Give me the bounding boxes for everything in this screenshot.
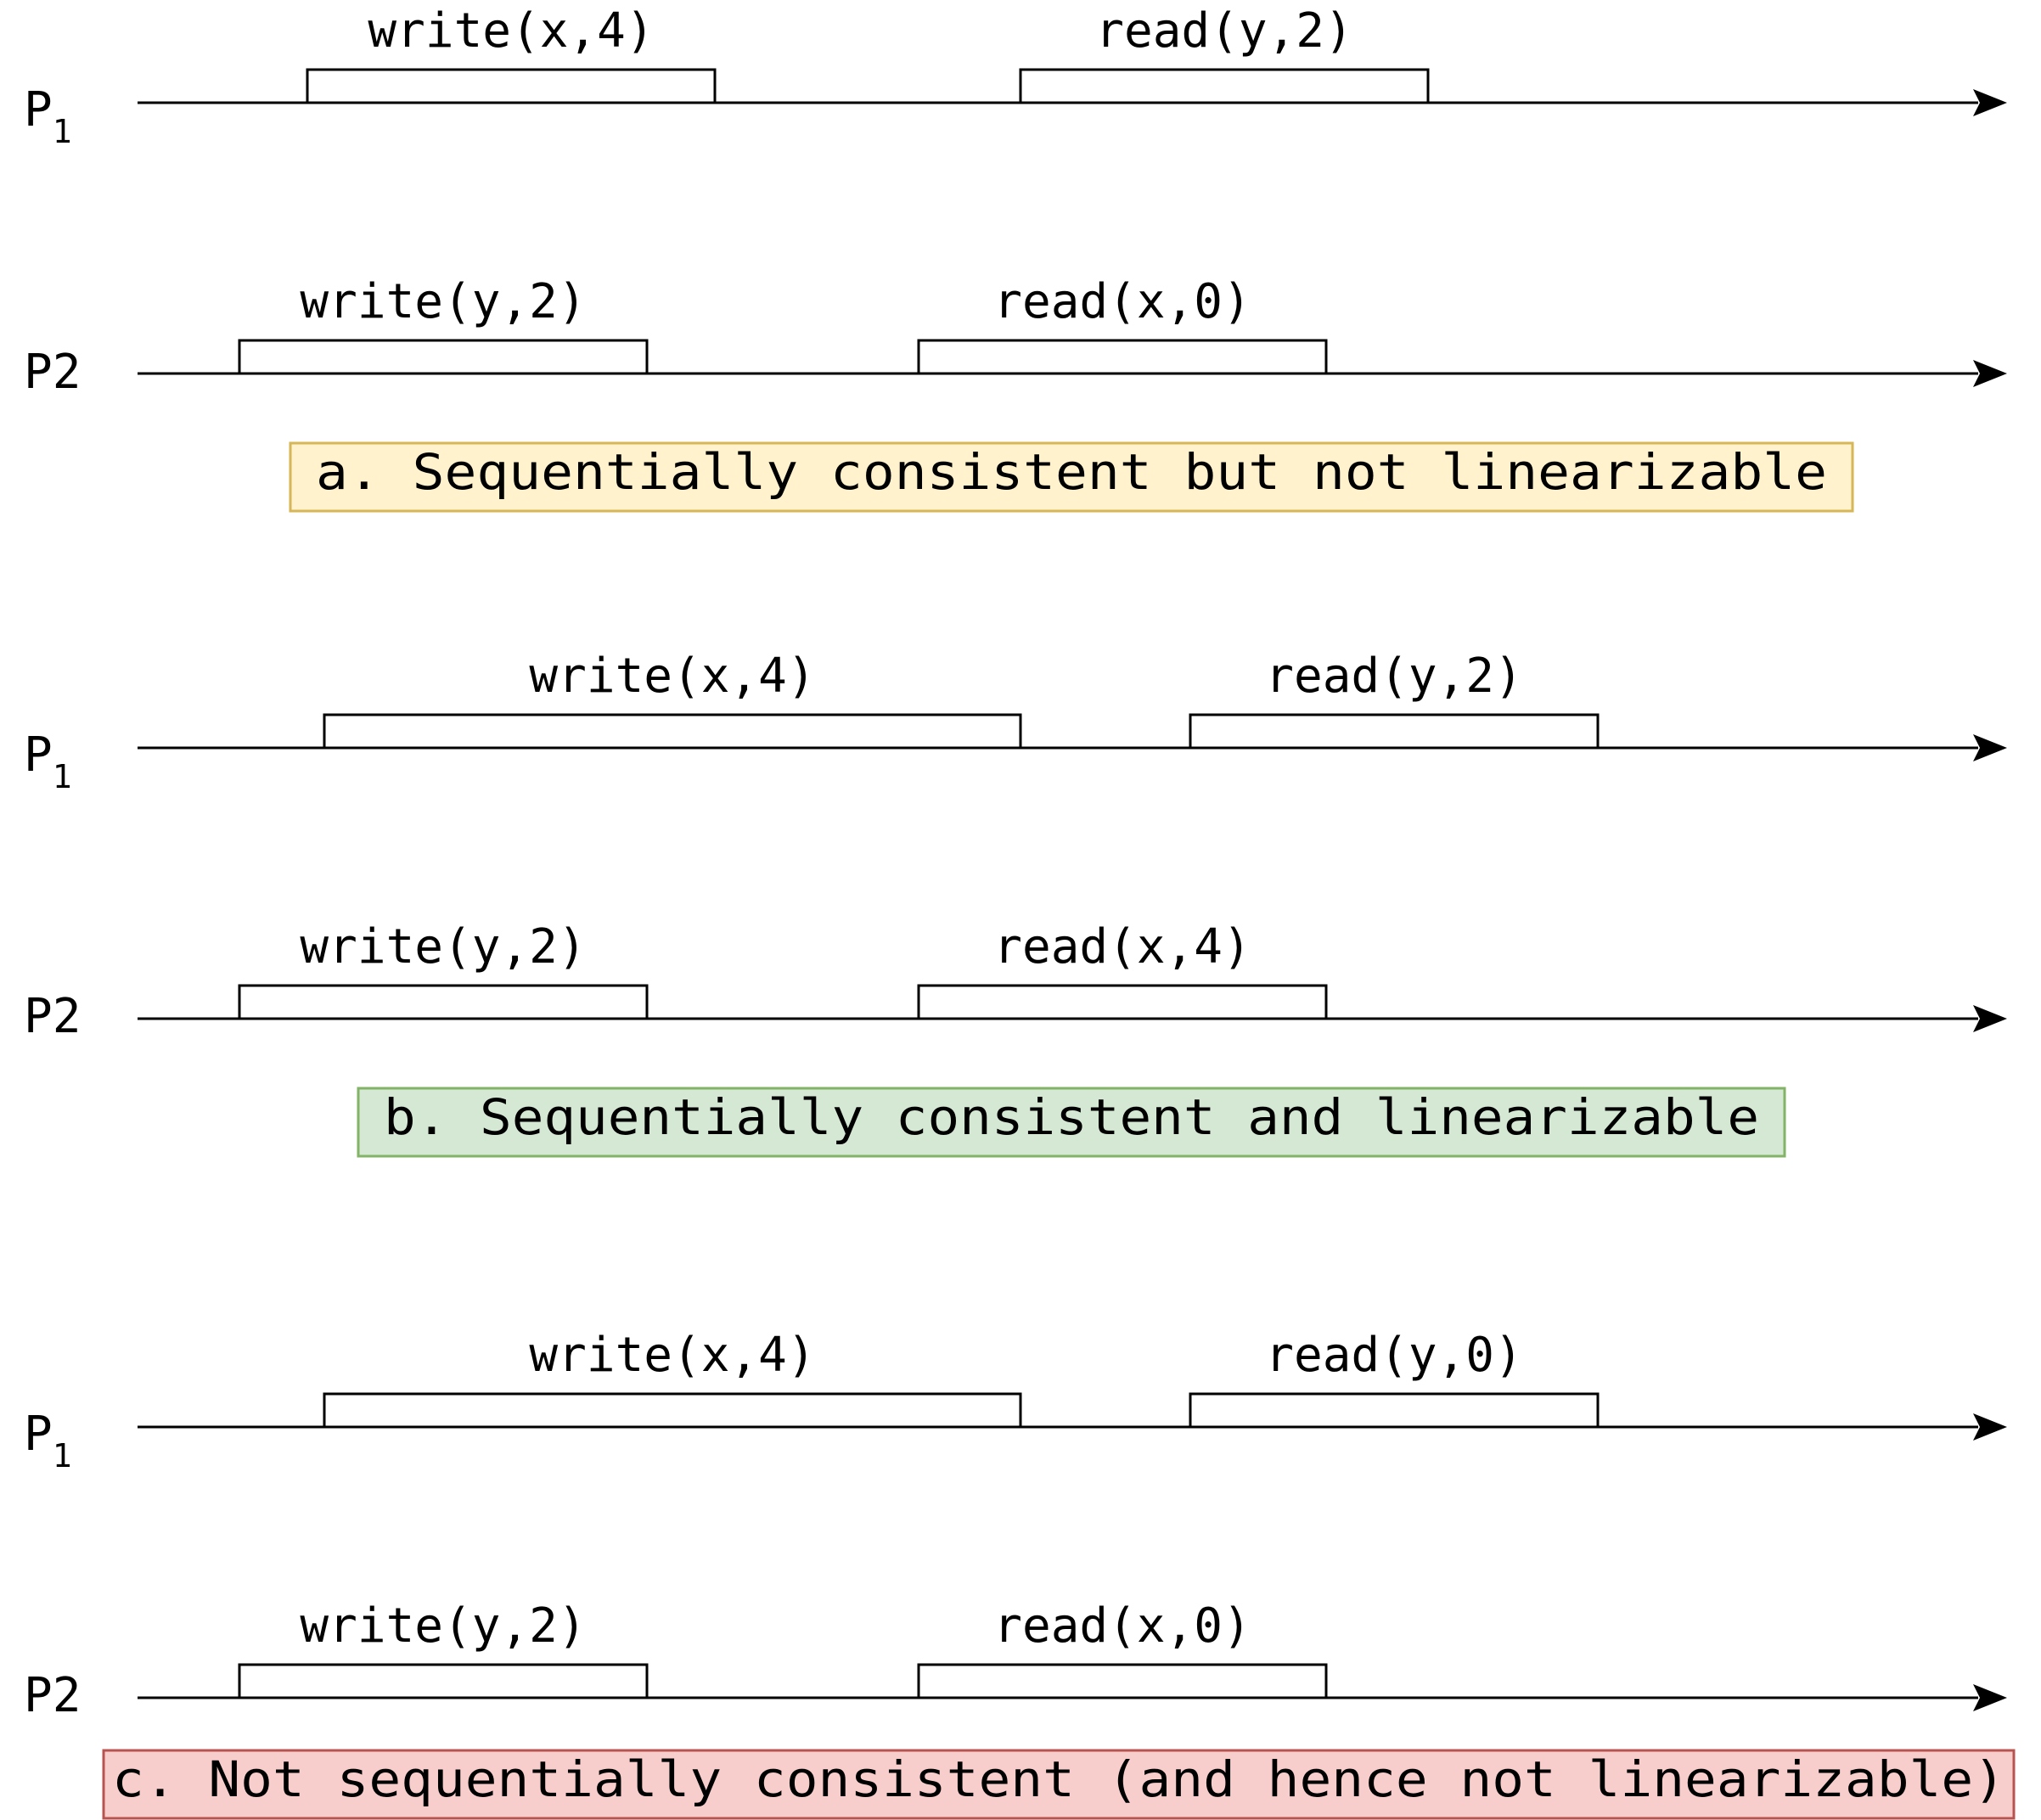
timeline-arrowhead (1973, 89, 2007, 116)
timeline-arrowhead (1973, 360, 2007, 387)
panel-a: P1 write(x,4) read(y,2) P2 write(y,2) re… (24, 3, 2007, 513)
operation-interval (306, 68, 717, 104)
caption-text: c. Not sequentially consistent (and henc… (112, 1750, 2005, 1808)
operation-interval (1019, 68, 1430, 104)
operation-interval (323, 1392, 1022, 1429)
caption-c: c. Not sequentially consistent (and henc… (102, 1749, 2016, 1820)
caption-border (357, 1087, 1786, 1158)
operation-label: write(x,4) (529, 1328, 815, 1383)
operation-interval (917, 1663, 1328, 1699)
operation-interval (1189, 1392, 1600, 1429)
operation-label: read(y,2) (1265, 649, 1522, 704)
operation-interval (238, 984, 649, 1020)
process-row-p2: P2 write(y,2) read(x,0) (24, 1598, 2007, 1723)
process-label: P1 (24, 1407, 72, 1475)
caption-box (290, 443, 1853, 511)
operation-label: write(x,4) (368, 3, 654, 59)
operation-interval (1189, 713, 1600, 750)
operation-label: read(y,2) (1095, 3, 1352, 59)
operation-interval (917, 339, 1328, 375)
caption-b: b. Sequentially consistent and lineariza… (357, 1087, 1786, 1158)
process-label: P1 (24, 727, 72, 795)
operation-interval (238, 1663, 649, 1699)
caption-a: a. Sequentially consistent but not linea… (289, 441, 1854, 513)
operation-label: read(x,4) (993, 919, 1251, 975)
caption-text: a. Sequentially consistent but not linea… (316, 443, 1827, 501)
operation-interval (238, 339, 649, 375)
timeline-arrowhead (1973, 1684, 2007, 1711)
timeline-arrowhead (1973, 1413, 2007, 1441)
operation-label: write(y,2) (300, 274, 586, 329)
caption-text: b. Sequentially consistent and lineariza… (384, 1088, 1759, 1146)
process-row-p2: P2 write(y,2) read(x,4) (24, 919, 2007, 1044)
operation-label: write(x,4) (529, 649, 815, 704)
process-label: P2 (24, 345, 81, 400)
timeline-arrowhead (1973, 1005, 2007, 1032)
caption-border (289, 441, 1854, 513)
process-label: P1 (24, 82, 72, 150)
process-row-p2: P2 write(y,2) read(x,0) (24, 274, 2007, 400)
process-label: P2 (24, 989, 81, 1044)
process-row-p1: P1 write(x,4) read(y,2) (24, 3, 2007, 150)
operation-label: read(x,0) (993, 274, 1251, 329)
caption-box (358, 1088, 1785, 1156)
operation-label: read(y,0) (1265, 1328, 1522, 1383)
operation-label: write(y,2) (300, 919, 586, 975)
operation-interval (917, 984, 1328, 1020)
caption-box (104, 1750, 2014, 1818)
operation-label: read(x,0) (993, 1598, 1251, 1654)
caption-border (102, 1749, 2016, 1820)
panel-b: P1 write(x,4) read(y,2) P2 write(y,2) re… (24, 649, 2007, 1158)
operation-label: write(y,2) (300, 1598, 586, 1654)
process-label: P2 (24, 1668, 81, 1723)
timeline-arrowhead (1973, 734, 2007, 761)
process-row-p1: P1 write(x,4) read(y,2) (24, 649, 2007, 795)
panel-c: P1 write(x,4) read(y,0) P2 write(y,2) re… (24, 1328, 2016, 1820)
operation-interval (323, 713, 1022, 750)
process-row-p1: P1 write(x,4) read(y,0) (24, 1328, 2007, 1475)
